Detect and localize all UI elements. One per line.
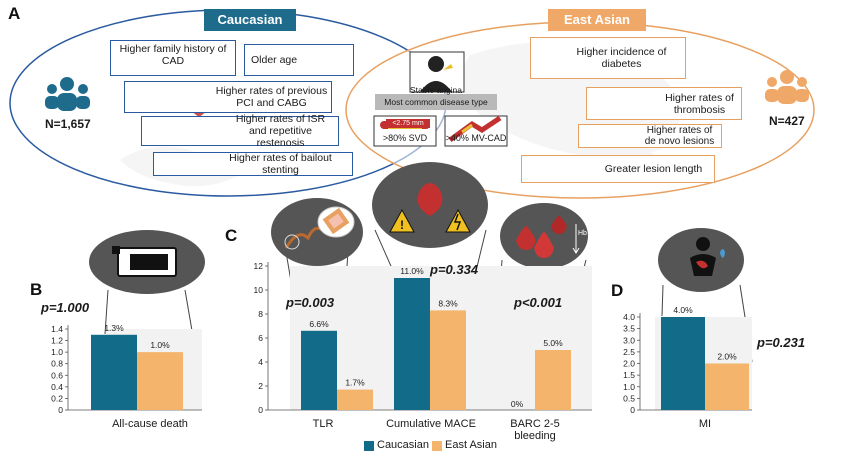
y-tick-label: 2.0 <box>623 359 635 369</box>
y-tick-label: 0.4 <box>51 382 63 392</box>
feature-lesion-length: Greater lesion length <box>521 155 715 183</box>
legend-label-caucasian: Caucasian <box>377 439 429 451</box>
bar-value-label: 2.0% <box>717 352 737 362</box>
feature-family-history: Higher family history of CAD <box>110 40 236 76</box>
legend-label-east-asian: East Asian <box>445 439 497 451</box>
legend-swatch-east-asian <box>432 441 442 451</box>
panel-d-letter: D <box>611 281 624 300</box>
y-tick-label: 3.5 <box>623 324 635 334</box>
y-tick-label: 1.2 <box>51 336 63 346</box>
bar-value-label: 6.6% <box>309 319 329 329</box>
y-tick-label: 0.2 <box>51 393 63 403</box>
east-asian-header: East Asian <box>548 9 646 31</box>
east-asian-n: N=427 <box>769 114 805 128</box>
most-common-disease-label: Most common disease type <box>384 97 488 107</box>
feature-thrombosis: Higher rates of thrombosis <box>586 87 742 120</box>
bar-value-label: 1.3% <box>104 323 124 333</box>
feature-previous-pci-cabg: Higher rates of previous PCI and CABG <box>124 81 332 113</box>
pvalue-mace: p=0.334 <box>430 262 479 277</box>
panel-c-letter: C <box>225 226 238 245</box>
feature-isr-restenosis: Higher rates of ISR and repetitive reste… <box>141 113 339 149</box>
y-tick-label: 2.5 <box>623 347 635 357</box>
legend-swatch-caucasian <box>364 441 374 451</box>
y-tick-label: 0.6 <box>51 370 63 380</box>
category-mi: MI <box>698 418 712 430</box>
bar-value-label: 11.0% <box>400 266 424 276</box>
diameter-tag: <2.75 mm <box>386 119 430 128</box>
bar-east-asian <box>430 310 466 410</box>
caucasian-n: N=1,657 <box>45 117 91 131</box>
feature-de-novo: Higher rates of de novo lesions <box>578 124 722 148</box>
y-tick-label: 1.0 <box>623 382 635 392</box>
pvalue-tlr: p=0.003 <box>286 295 335 310</box>
category-cumulative-mace: Cumulative MACE <box>386 418 476 430</box>
caucasian-header: Caucasian <box>204 9 296 31</box>
bar-value-label: 8.3% <box>438 298 458 308</box>
mace-bubble-icon: ! <box>372 162 488 313</box>
bar-east-asian <box>337 389 373 410</box>
stable-angina-banner <box>375 94 497 110</box>
y-tick-label: 0.5 <box>623 393 635 403</box>
y-tick-label: 0 <box>630 405 635 415</box>
y-tick-label: 1.0 <box>51 347 63 357</box>
y-tick-label: 0 <box>58 405 63 415</box>
death-bubble-icon <box>89 230 205 355</box>
chart-c-outcomes: 0 2 4 6 8 10 12 6.6% 1.7% 11.0% 8.3% 0% 5.0% <box>254 261 592 415</box>
bar-value-label: 0% <box>511 399 524 409</box>
bar-east-asian <box>705 363 749 410</box>
stable-angina-title: Stable angina <box>410 85 462 95</box>
caucasian-people-icon <box>45 77 90 111</box>
category-barc-bleeding: BARC 2-5 bleeding <box>510 418 560 442</box>
feature-bailout-stenting: Higher rates of bailout stenting <box>153 152 353 176</box>
y-tick-label: 1.5 <box>623 370 635 380</box>
chart-b-all-cause-death: 0 0.20.4 0.60.8 1.01.2 1.4 1.3% 1.0% <box>51 323 202 415</box>
y-tick-label: 4.0 <box>623 312 635 322</box>
stable-angina-icon <box>409 51 465 93</box>
feature-diabetes: Higher incidence of diabetes <box>530 37 686 79</box>
pvalue-bleeding: p<0.001 <box>514 295 563 310</box>
east-asian-people-icon <box>765 70 809 104</box>
chart-d-mi: 0 0.51.0 1.52.0 2.5 3.03.5 4.0 4.0% 2.0% <box>623 305 752 415</box>
y-tick-label: 10 <box>254 285 264 295</box>
svd-label: >80% SVD <box>382 133 428 143</box>
tlr-bubble-icon <box>271 198 363 393</box>
pvalue-mi: p=0.231 <box>757 335 806 350</box>
y-tick-label: 0.8 <box>51 359 63 369</box>
pvalue-death: p=1.000 <box>41 300 90 315</box>
y-tick-label: 8 <box>258 309 263 319</box>
bar-east-asian <box>137 352 183 410</box>
panel-b-letter: B <box>30 280 43 299</box>
category-tlr: TLR <box>312 418 334 430</box>
panel-a-letter: A <box>8 4 21 23</box>
bar-value-label: 1.7% <box>345 378 365 388</box>
y-tick-label: 12 <box>254 261 264 271</box>
bar-caucasian <box>301 330 337 410</box>
y-tick-label: 0 <box>258 405 263 415</box>
bar-caucasian <box>661 317 705 410</box>
bar-value-label: 1.0% <box>150 340 170 350</box>
y-tick-label: 4 <box>258 357 263 367</box>
y-tick-label: 2 <box>258 381 263 391</box>
mvcad-label: >40% MV-CAD <box>445 133 507 143</box>
bar-caucasian <box>394 278 430 410</box>
bar-east-asian <box>535 350 571 410</box>
hb-label: Hb <box>578 230 587 237</box>
feature-older-age: Older age <box>244 44 354 76</box>
bar-value-label: 5.0% <box>543 338 563 348</box>
bar-value-label: 4.0% <box>673 305 693 315</box>
mvcad-artery-icon <box>444 115 508 147</box>
svg-text:!: ! <box>400 218 404 232</box>
bar-caucasian <box>91 334 137 410</box>
y-tick-label: 1.4 <box>51 324 63 334</box>
y-tick-label: 6 <box>258 333 263 343</box>
category-all-cause-death: All-cause death <box>112 418 188 430</box>
bleeding-bubble-icon <box>491 203 588 411</box>
y-tick-label: 3.0 <box>623 335 635 345</box>
